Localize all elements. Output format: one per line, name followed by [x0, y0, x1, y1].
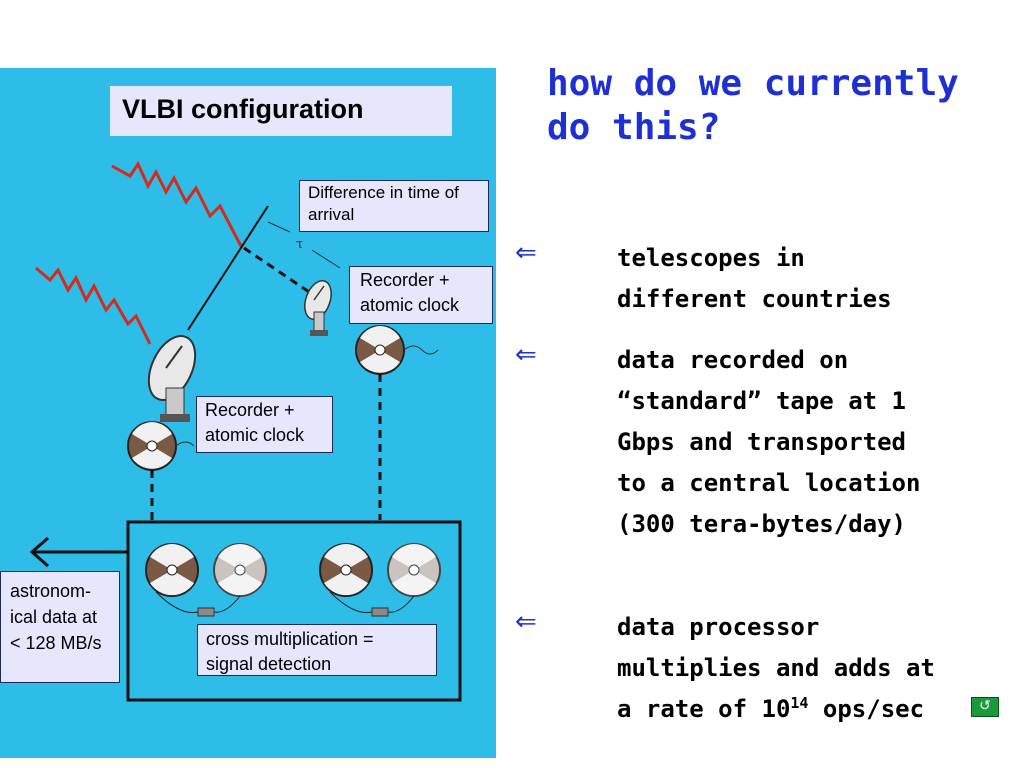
slide-heading: how do we currently do this? [547, 63, 959, 148]
wavefront-line [187, 205, 269, 331]
correlator-reel-1 [145, 543, 199, 597]
recorder-label-left: Recorder + atomic clock [196, 396, 333, 453]
time-difference-label: Difference in time of arrival [299, 180, 489, 232]
correlator-box [126, 520, 462, 702]
vlbi-diagram: τ [0, 68, 496, 758]
bullet-text: data recorded on “standard” tape at 1 Gb… [617, 346, 921, 538]
return-icon[interactable]: ↺ [971, 697, 999, 717]
tape-tail-right [403, 345, 439, 355]
tau-arrow-right [311, 249, 341, 269]
radio-wave-1 [111, 160, 244, 249]
tau-arrow-left [267, 221, 291, 233]
bullet-text-end: ops/sec [808, 695, 925, 723]
output-data-label: astronom- ical data at < 128 MB/s [0, 571, 120, 683]
left-double-arrow-icon: ⇐ [515, 607, 537, 637]
recorder-label-right: Recorder + atomic clock [349, 266, 493, 324]
exponent: 14 [790, 694, 809, 712]
diagram-graphics: τ [29, 160, 462, 702]
left-double-arrow-icon: ⇐ [515, 238, 537, 268]
correlator-reel-4 [387, 543, 441, 597]
processor-label: cross multiplication = signal detection [197, 624, 437, 676]
tape-tail-left [175, 441, 195, 447]
correlator-reel-2 [213, 543, 267, 597]
bullet-text: telescopes in different countries [617, 244, 892, 313]
output-arrow-head [29, 536, 49, 568]
tape-head-1 [197, 607, 215, 617]
radio-wave-2 [35, 266, 152, 345]
left-double-arrow-icon: ⇐ [515, 340, 537, 370]
bullet-text: data processor multiplies and adds at a … [617, 607, 997, 730]
bullet-text-main: data processor multiplies and adds at a … [617, 613, 935, 723]
tau-symbol: τ [296, 237, 303, 252]
tape-reel-left [127, 421, 177, 471]
tape-reel-right [355, 325, 405, 375]
diagram-title: VLBI configuration [110, 86, 452, 136]
correlator-reel-3 [319, 543, 373, 597]
tape-path-2 [329, 591, 415, 614]
tape-path-1 [155, 591, 241, 614]
telescope-dish-left [147, 335, 197, 422]
telescope-dish-right [304, 280, 332, 336]
delay-path [243, 246, 319, 300]
tape-head-2 [371, 607, 389, 617]
